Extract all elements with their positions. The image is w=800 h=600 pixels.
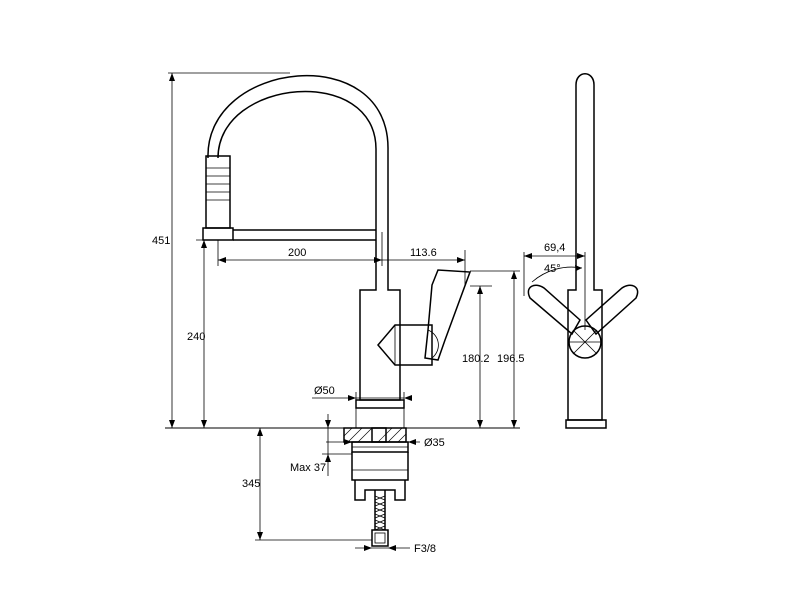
front-view: 451 240 200 113.6 180.2 196.5 — [152, 72, 525, 555]
handle-offset-label: 113.6 — [410, 247, 437, 259]
lever-handle — [424, 269, 472, 361]
handle-height-low-label: 180.2 — [462, 353, 490, 365]
side-view: 69,4 45° — [523, 73, 639, 429]
side-spout — [575, 73, 595, 240]
reach-label: 200 — [288, 247, 306, 259]
faucet-body — [359, 230, 401, 401]
mounting-nut — [343, 427, 407, 443]
side-offset-label: 69,4 — [544, 242, 565, 254]
overall-height-label: 451 — [152, 235, 170, 247]
base-ring — [355, 399, 405, 409]
spout-height-label: 240 — [187, 331, 205, 343]
hole-diameter-label: Ø35 — [424, 437, 445, 449]
hose-fitting — [371, 529, 389, 547]
hose-length-label: 345 — [242, 478, 260, 490]
handle-angle-label: 45° — [544, 263, 561, 275]
side-lever-right — [584, 284, 639, 336]
supply-hose — [374, 490, 386, 531]
side-base — [565, 419, 607, 429]
handle-height-high-label: 196.5 — [497, 353, 525, 365]
side-lever-left — [527, 284, 581, 336]
base-diameter-label: Ø50 — [314, 385, 335, 397]
spout-arch-inner — [217, 90, 377, 230]
nut-hatch — [343, 427, 407, 443]
handle-connector — [377, 324, 433, 366]
connection-label: F3/8 — [414, 543, 436, 555]
spout-arch-outer — [207, 74, 389, 230]
max-deck-label: Max 37 — [290, 462, 326, 474]
